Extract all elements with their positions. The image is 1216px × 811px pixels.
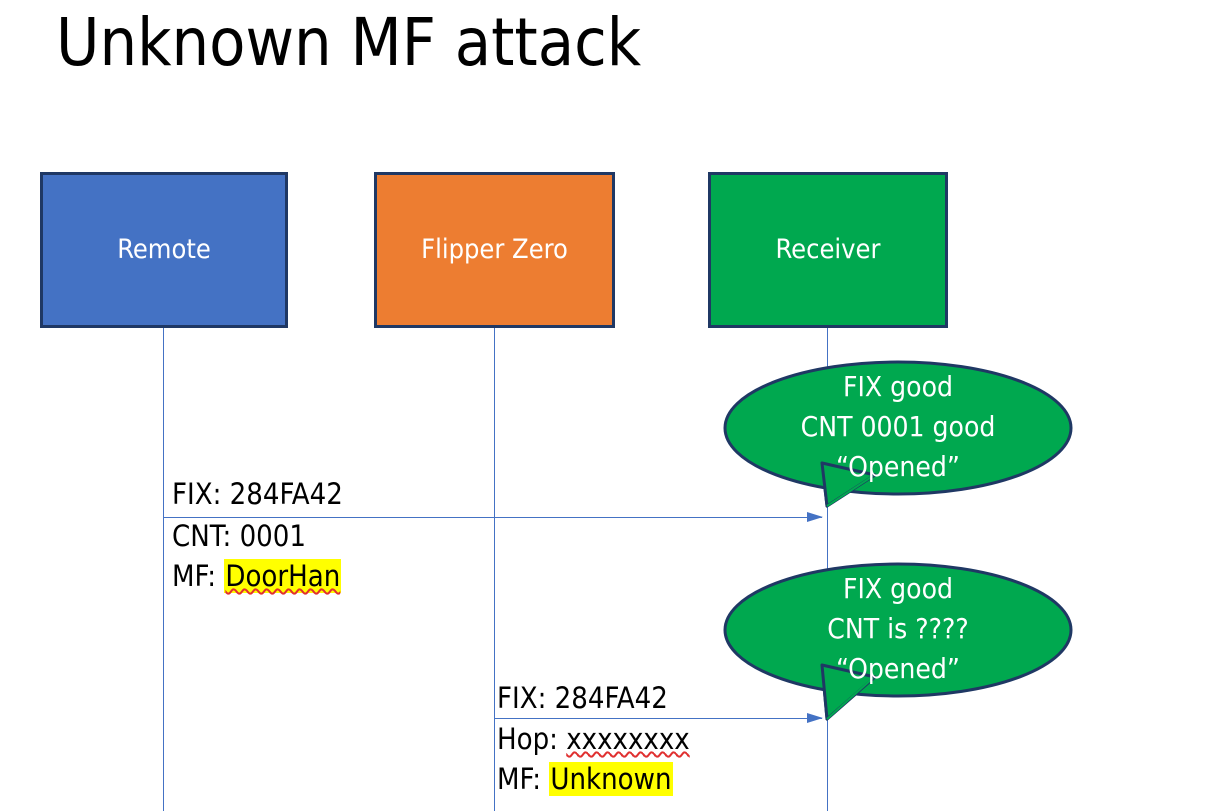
callout-shape-1 [723,360,1073,508]
msg1-mf-label: MF: [172,559,217,593]
msg1-fix-value: 284FA42 [229,477,343,511]
callout-bubble-receiver-2[interactable]: FIX good CNT is ???? “Opened” [723,562,1073,722]
msg1-fix-label: FIX: [172,477,222,511]
msg2-hop-label: Hop: [497,722,558,756]
lifeline-remote [163,328,164,811]
actor-label-flipper-zero: Flipper Zero [421,234,568,266]
actor-label-remote: Remote [117,234,211,266]
actor-label-receiver: Receiver [775,234,881,266]
message-arrow-flipper-to-receiver [494,713,823,723]
message-label-1-details: CNT: 0001 MF: DoorHan [172,516,342,596]
msg2-hop-value: xxxxxxxx [566,722,690,756]
message-label-2-details: Hop: xxxxxxxx MF: Unknown [497,719,690,799]
actor-box-flipper-zero[interactable]: Flipper Zero [374,172,615,328]
actor-box-remote[interactable]: Remote [40,172,288,328]
callout-shape-2 [723,562,1073,721]
msg2-mf-value: Unknown [549,762,673,796]
msg2-mf-label: MF: [497,762,542,796]
msg1-cnt-label: CNT: [172,519,232,553]
message-label-1-fix: FIX: 284FA42 [172,474,343,514]
message-label-2-fix: FIX: 284FA42 [497,678,668,718]
msg1-mf-value: DoorHan [224,559,342,593]
msg2-fix-label: FIX: [497,681,547,715]
page-title: Unknown MF attack [56,4,642,81]
actor-box-receiver[interactable]: Receiver [708,172,948,328]
msg1-cnt-value: 0001 [239,519,306,553]
callout-bubble-receiver-1[interactable]: FIX good CNT 0001 good “Opened” [723,360,1073,520]
lifeline-flipper-zero [494,328,495,811]
msg2-fix-value: 284FA42 [554,681,668,715]
message-arrow-remote-to-receiver [163,512,823,522]
